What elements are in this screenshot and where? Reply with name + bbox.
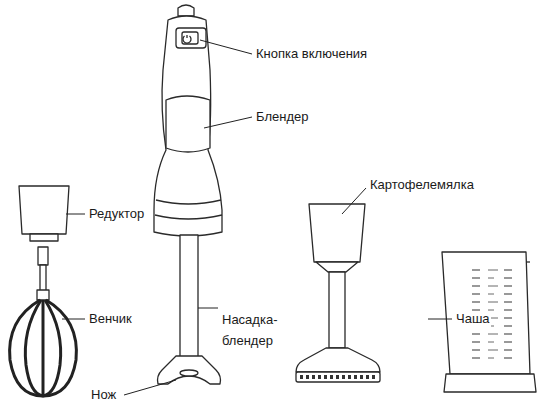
masher-plate [296, 372, 380, 382]
part-label: Нож [90, 387, 117, 403]
scale-mark [504, 349, 512, 351]
part-label: Венчик [88, 311, 133, 327]
leader-line [428, 319, 452, 320]
scale-mark [472, 269, 480, 271]
part-label: Чаша [455, 311, 491, 327]
masher-neck [316, 262, 358, 272]
leader-line [198, 308, 218, 309]
body-seam [155, 215, 222, 219]
plate-hole [342, 375, 345, 379]
plate-hole [348, 375, 351, 379]
scale-mark [472, 357, 480, 359]
plate-hole [372, 375, 375, 379]
plate-hole [336, 375, 339, 379]
scale-mark [504, 309, 512, 311]
plate-hole [312, 375, 315, 379]
plate-hole [306, 375, 309, 379]
whisk-wire [10, 300, 43, 396]
scale-mark [472, 293, 480, 295]
scale-mark [472, 333, 480, 335]
leader-line [124, 380, 176, 395]
leader-line [66, 214, 85, 215]
part-label: Блендер [255, 109, 309, 125]
scale-mark [472, 285, 480, 287]
scale-mark [472, 341, 480, 343]
leader-line [342, 188, 366, 214]
blade [180, 370, 198, 376]
plate-hole [318, 375, 321, 379]
part-label: Редуктор [88, 206, 145, 222]
reducer-ring [30, 234, 58, 241]
whisk-wire [25, 300, 43, 396]
part-label: Картофелемялка [369, 177, 475, 193]
scale-tick [488, 342, 494, 343]
scale-mark [504, 357, 512, 359]
scale-tick [488, 270, 498, 271]
leader-line [62, 319, 85, 320]
scale-tick [488, 350, 498, 351]
whisk-shaft [40, 265, 46, 293]
scale-mark [504, 293, 512, 295]
beaker-rim [526, 261, 530, 262]
scale-mark [472, 277, 480, 279]
body-seam [156, 200, 221, 204]
scale-mark [504, 277, 512, 279]
masher-cup [309, 204, 365, 262]
scale-tick [488, 278, 494, 279]
whisk-coupling [38, 247, 48, 265]
scale-mark [504, 341, 512, 343]
leader-line [200, 40, 252, 54]
scale-mark [472, 349, 480, 351]
grip-panel [166, 96, 210, 152]
part-label: Насадка-блендер [221, 309, 285, 351]
scale-tick [488, 334, 498, 335]
button-panel [176, 28, 206, 48]
plate-hole [324, 375, 327, 379]
scale-tick [488, 302, 498, 303]
scale-tick [488, 286, 498, 287]
power-button [182, 32, 198, 44]
plate-hole [360, 375, 363, 379]
scale-mark [504, 325, 512, 327]
whisk-wire [42, 300, 45, 396]
power-icon [183, 35, 191, 43]
whisk-collar [37, 290, 49, 300]
whisk-wire [43, 300, 61, 396]
plate-hole [330, 375, 333, 379]
scale-mark [472, 301, 480, 303]
beaker-base [444, 374, 536, 392]
whisk-wire [43, 300, 76, 396]
plate-hole [354, 375, 357, 379]
part-label: Кнопка включения [255, 46, 368, 62]
scale-mark [504, 333, 512, 335]
blender-shaft [180, 235, 198, 357]
scale-tick [488, 294, 494, 295]
top-cap [178, 5, 194, 16]
leader-line [204, 117, 252, 128]
beaker [442, 252, 530, 374]
scale-tick [488, 358, 494, 359]
plate-hole [300, 375, 303, 379]
masher-shaft [329, 272, 345, 348]
scale-mark [504, 317, 512, 319]
reducer [19, 186, 69, 234]
scale-mark [504, 285, 512, 287]
masher-head [296, 348, 380, 372]
scale-mark [504, 269, 512, 271]
plate-hole [366, 375, 369, 379]
blade-guard [158, 356, 221, 384]
scale-mark [504, 301, 512, 303]
